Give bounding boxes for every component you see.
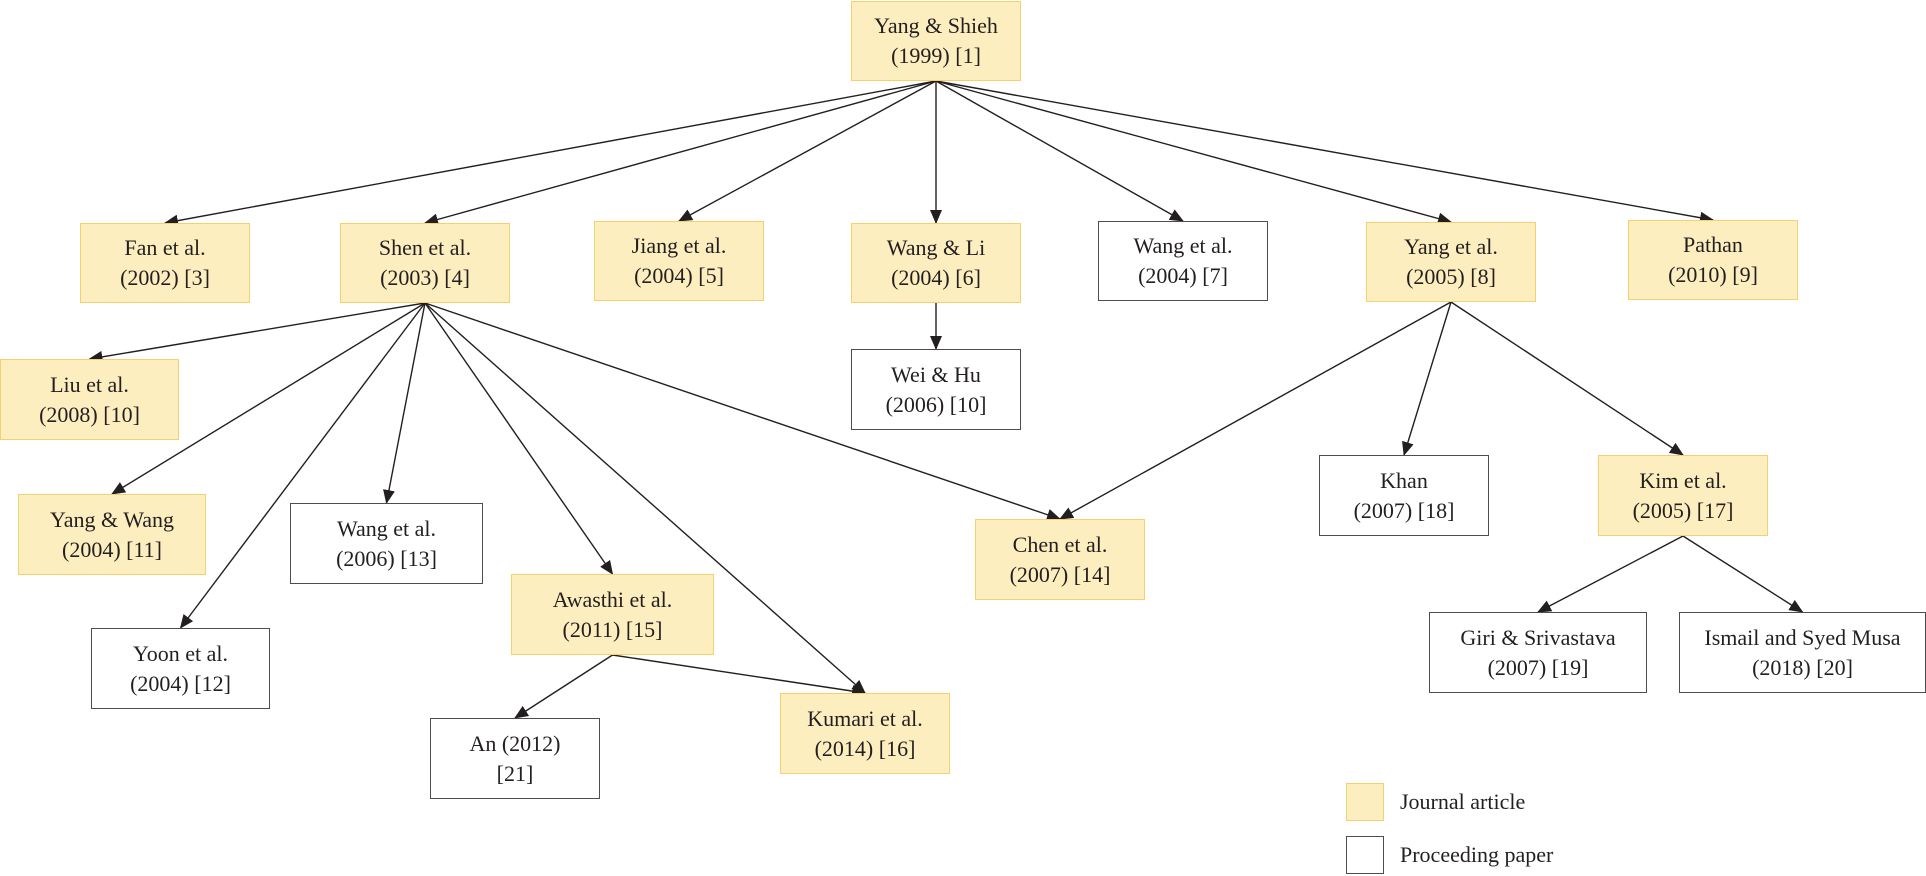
node-author: Wang & Li: [886, 235, 986, 260]
node-jiang-2004: Jiang et al. (2004) [5]: [594, 221, 764, 301]
node-yoon-2004: Yoon et al. (2004) [12]: [91, 628, 270, 709]
node-author: Kim et al.: [1639, 467, 1727, 493]
node-shen-2003: Shen et al. (2003) [4]: [340, 223, 510, 303]
node-year-ref: (1999) [1]: [891, 43, 981, 68]
edge-n17-to-n19: [1537, 535, 1684, 613]
node-khan-2007: Khan (2007) [18]: [1319, 455, 1489, 536]
edge-n1-to-n7: [935, 80, 1184, 222]
edge-n8-to-n18: [1402, 301, 1452, 456]
edge-n8-to-n17: [1450, 301, 1684, 456]
legend-proceeding-swatch: [1346, 836, 1384, 874]
legend-journal-label: Journal article: [1400, 789, 1526, 814]
node-year-ref: [21]: [496, 760, 534, 786]
node-giri-srivastava-2007: Giri & Srivastava (2007) [19]: [1429, 612, 1647, 693]
edge-n1-to-n3: [164, 80, 937, 227]
node-year-ref: (2004) [12]: [130, 670, 231, 696]
node-author: Fan et al.: [124, 235, 206, 260]
node-wang-2004: Wang et al. (2004) [7]: [1098, 221, 1268, 301]
node-author: Yoon et al.: [133, 640, 228, 666]
node-yang-2005: Yang et al. (2005) [8]: [1366, 222, 1536, 302]
node-ismail-syed-musa-2018: Ismail and Syed Musa (2018) [20]: [1679, 612, 1926, 693]
edge-n4-to-n10a: [88, 302, 426, 363]
node-year-ref: (2008) [10]: [39, 401, 140, 427]
node-author: Yang & Shieh: [874, 13, 998, 38]
edge-n17-to-n20: [1682, 535, 1804, 613]
edge-n4-to-n16: [424, 302, 866, 694]
edge-n15-to-n21: [514, 654, 613, 719]
node-year-ref: (2007) [19]: [1487, 654, 1589, 680]
node-author: Wang et al.: [1133, 233, 1233, 258]
node-pathan-2010: Pathan (2010) [9]: [1628, 220, 1798, 300]
node-author: Chen et al.: [1012, 531, 1108, 557]
edge-n15-to-n16: [612, 654, 866, 697]
node-kim-2005: Kim et al. (2005) [17]: [1598, 455, 1768, 536]
node-year-ref: (2004) [7]: [1138, 263, 1228, 288]
node-author: Kumari et al.: [807, 705, 923, 731]
node-wang-2006: Wang et al. (2006) [13]: [290, 503, 483, 584]
node-author: Jiang et al.: [631, 233, 727, 258]
node-author: Giri & Srivastava: [1460, 624, 1616, 650]
edge-n4-to-n11: [111, 302, 426, 495]
node-year-ref: (2005) [8]: [1406, 264, 1496, 289]
node-an-2012: An (2012) [21]: [430, 718, 600, 799]
node-wei-hu-2006: Wei & Hu (2006) [10]: [851, 349, 1021, 430]
node-author: Yang et al.: [1404, 234, 1498, 259]
node-year-ref: (2004) [5]: [634, 263, 724, 288]
node-year-ref: (2004) [11]: [62, 536, 162, 562]
node-yang-wang-2004: Yang & Wang (2004) [11]: [18, 494, 206, 575]
edge-n1-to-n5: [678, 80, 937, 222]
node-fan-2002: Fan et al. (2002) [3]: [80, 223, 250, 303]
node-year-ref: (2007) [14]: [1009, 561, 1111, 587]
edge-n4-to-n14: [424, 302, 1061, 521]
node-author: Yang & Wang: [50, 506, 174, 532]
edge-n4-to-n12: [179, 302, 426, 629]
legend-journal: Journal article: [1346, 783, 1525, 821]
node-author: An (2012): [469, 730, 561, 756]
node-author: Pathan: [1683, 232, 1743, 257]
node-author: Ismail and Syed Musa: [1704, 624, 1901, 650]
node-year-ref: (2006) [10]: [885, 391, 987, 417]
node-chen-2007: Chen et al. (2007) [14]: [975, 519, 1145, 600]
node-author: Awasthi et al.: [552, 586, 673, 612]
node-year-ref: (2018) [20]: [1752, 654, 1853, 680]
legend-journal-swatch: [1346, 783, 1384, 821]
node-wang-li-2004: Wang & Li (2004) [6]: [851, 223, 1021, 303]
node-author: Shen et al.: [378, 235, 472, 260]
edge-n1-to-n9: [935, 80, 1714, 224]
node-year-ref: (2011) [15]: [562, 616, 663, 642]
edge-n8-to-n14: [1059, 301, 1452, 520]
legend-proceeding-label: Proceeding paper: [1400, 842, 1554, 867]
node-year-ref: (2010) [9]: [1668, 262, 1758, 287]
node-author: Wei & Hu: [891, 361, 981, 387]
edge-n1-to-n8: [935, 80, 1452, 225]
node-year-ref: (2003) [4]: [380, 265, 470, 290]
node-awasthi-2011: Awasthi et al. (2011) [15]: [511, 574, 714, 655]
node-author: Liu et al.: [50, 371, 129, 397]
node-year-ref: (2005) [17]: [1632, 497, 1734, 523]
node-author: Khan: [1380, 467, 1428, 493]
edge-n1-to-n4: [424, 80, 937, 226]
node-year-ref: (2006) [13]: [336, 545, 437, 571]
node-author: Wang et al.: [336, 515, 437, 541]
node-liu-2008: Liu et al. (2008) [10]: [0, 359, 179, 440]
node-yang-shieh-1999: Yang & Shieh (1999) [1]: [851, 1, 1021, 81]
legend-proceeding: Proceeding paper: [1346, 836, 1553, 874]
node-kumari-2014: Kumari et al. (2014) [16]: [780, 693, 950, 774]
edge-n4-to-n13: [383, 302, 426, 504]
node-year-ref: (2004) [6]: [891, 265, 981, 290]
node-year-ref: (2014) [16]: [814, 735, 916, 761]
edge-n4-to-n15: [424, 302, 614, 575]
node-year-ref: (2002) [3]: [120, 265, 210, 290]
node-year-ref: (2007) [18]: [1353, 497, 1455, 523]
